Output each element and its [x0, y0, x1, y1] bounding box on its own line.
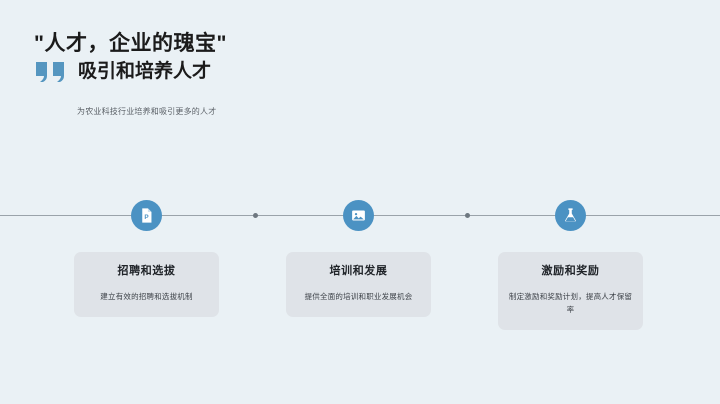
- timeline: P: [0, 200, 720, 231]
- card-incentive[interactable]: 激励和奖励 制定激励和奖励计划，提高人才保留率: [498, 252, 643, 330]
- timeline-node-training[interactable]: [343, 200, 374, 231]
- card-description: 提供全面的培训和职业发展机会: [304, 292, 413, 301]
- card-description: 制定激励和奖励计划，提高人才保留率: [508, 292, 633, 314]
- card-training[interactable]: 培训和发展 提供全面的培训和职业发展机会: [286, 252, 431, 317]
- timeline-connector-dot: [465, 213, 470, 218]
- card-title: 培训和发展: [329, 265, 388, 277]
- card-title: 激励和奖励: [541, 265, 600, 277]
- timeline-connector-dot: [253, 213, 258, 218]
- flask-beaker-icon: [565, 208, 576, 222]
- card-title: 招聘和选拔: [117, 265, 176, 277]
- quote-mark-icon: [36, 62, 64, 82]
- timeline-node-incentive[interactable]: [555, 200, 586, 231]
- subtitle-row: 吸引和培养人才: [34, 58, 211, 86]
- page-title: "人才，企业的瑰宝": [34, 32, 227, 55]
- timeline-node-recruitment[interactable]: P: [131, 200, 162, 231]
- svg-text:P: P: [144, 214, 149, 221]
- card-description: 建立有效的招聘和选拔机制: [100, 292, 193, 301]
- image-photo-icon: [352, 210, 365, 221]
- document-file-icon: P: [142, 208, 152, 223]
- subtitle-text: 吸引和培养人才: [78, 61, 212, 82]
- lead-description: 为农业科技行业培养和吸引更多的人才: [77, 107, 217, 116]
- card-recruitment[interactable]: 招聘和选拔 建立有效的招聘和选拔机制: [74, 252, 219, 317]
